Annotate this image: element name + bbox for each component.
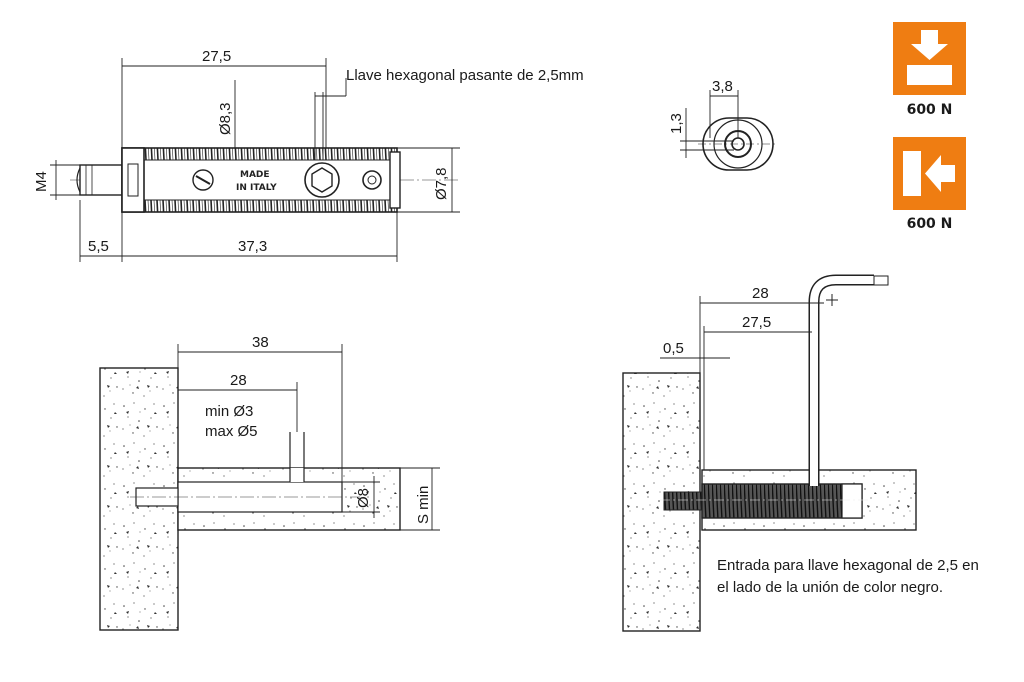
install-right — [622, 274, 917, 632]
install-left-dimensions — [177, 344, 440, 531]
install-left-dim-hole: 28 — [230, 372, 247, 389]
install-left-dim-total: 38 — [252, 334, 269, 351]
install-left-hole-max: max Ø5 — [205, 423, 258, 440]
connector-side-view: MADE IN ITALY — [70, 147, 460, 213]
install-left — [99, 367, 401, 631]
install-left-hole-min: min Ø3 — [205, 403, 253, 420]
hex-key-entry-note: Entrada para llave hexagonal de 2,5 en e… — [717, 557, 979, 596]
end-view-dim-width: 3,8 — [712, 78, 733, 95]
dim-left: 5,5 — [88, 238, 109, 255]
dim-thread: M4 — [33, 171, 50, 192]
install-left-dim-s-min: S min — [415, 486, 432, 524]
end-view-dimensions — [680, 90, 739, 158]
top-view-dimensions — [50, 58, 460, 262]
install-right-dim-28: 28 — [752, 285, 769, 302]
hex-key-note: Llave hexagonal pasante de 2,5mm — [346, 67, 584, 84]
push-down-icon — [907, 30, 952, 85]
push-left-icon — [903, 151, 955, 196]
engraving-line1: MADE — [240, 170, 270, 180]
install-right-dimensions — [660, 296, 824, 470]
install-right-dim-27-5: 27,5 — [742, 314, 771, 331]
dim-length-top: 27,5 — [202, 48, 231, 65]
dim-bore-dia: Ø8,3 — [217, 102, 234, 135]
dim-length-bottom: 37,3 — [238, 238, 267, 255]
load-badge-vertical — [893, 22, 966, 95]
end-view-dim-height: 1,3 — [668, 113, 685, 134]
install-left-dim-dia: Ø8 — [355, 488, 372, 508]
load-badge-horizontal — [893, 137, 966, 210]
install-right-dim-0-5: 0,5 — [663, 340, 684, 357]
load-label-horizontal: 600 N — [906, 216, 953, 232]
load-label-vertical: 600 N — [906, 102, 953, 118]
engraving-line2: IN ITALY — [236, 183, 277, 193]
dim-body-dia: Ø7,8 — [433, 167, 450, 200]
